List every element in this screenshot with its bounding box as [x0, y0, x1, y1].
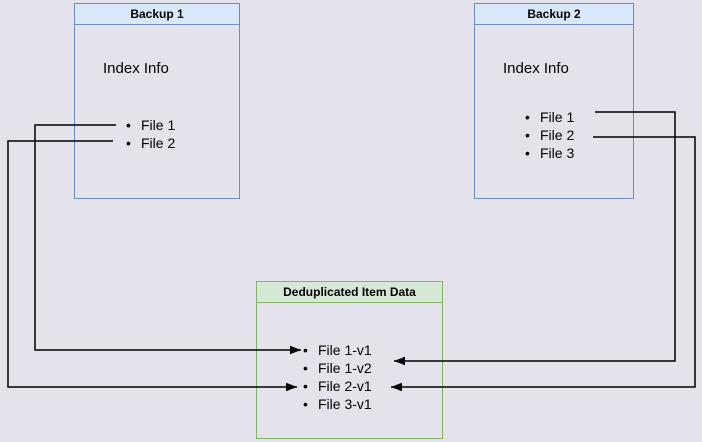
bullet-icon: •: [303, 378, 308, 394]
backup1-index-info-label: Index Info: [103, 60, 169, 77]
bullet-icon: •: [126, 117, 131, 133]
file-label: File 1: [141, 117, 176, 133]
backup2-box: Backup 2 Index Info • File 1 • File 2 • …: [474, 3, 634, 199]
dedup-box: Deduplicated Item Data • File 1-v1 • Fil…: [256, 281, 443, 439]
backup1-box: Backup 1 Index Info • File 1 • File 2: [74, 3, 240, 199]
bullet-icon: •: [303, 396, 308, 412]
list-item: • File 3-v1: [303, 395, 372, 413]
backup2-file-list: • File 1 • File 2 • File 3: [525, 108, 574, 162]
bullet-icon: •: [525, 127, 530, 143]
file-label: File 2: [141, 135, 176, 151]
list-item: • File 1-v2: [303, 359, 372, 377]
file-label: File 1-v1: [318, 342, 372, 358]
backup2-index-info-label: Index Info: [503, 60, 569, 77]
file-label: File 3-v1: [318, 396, 372, 412]
dedup-file-list: • File 1-v1 • File 1-v2 • File 2-v1 • Fi…: [303, 341, 372, 413]
file-label: File 3: [540, 145, 575, 161]
list-item: • File 2-v1: [303, 377, 372, 395]
bullet-icon: •: [303, 360, 308, 376]
bullet-icon: •: [126, 135, 131, 151]
backup1-file-list: • File 1 • File 2: [126, 116, 175, 152]
list-item: • File 2: [126, 134, 175, 152]
dedup-title: Deduplicated Item Data: [257, 282, 442, 303]
bullet-icon: •: [525, 109, 530, 125]
list-item: • File 2: [525, 126, 574, 144]
file-label: File 1-v2: [318, 360, 372, 376]
list-item: • File 1-v1: [303, 341, 372, 359]
backup1-title: Backup 1: [75, 4, 239, 25]
list-item: • File 1: [525, 108, 574, 126]
list-item: • File 3: [525, 144, 574, 162]
list-item: • File 1: [126, 116, 175, 134]
backup2-title: Backup 2: [475, 4, 633, 25]
bullet-icon: •: [525, 145, 530, 161]
file-label: File 2: [540, 127, 575, 143]
file-label: File 1: [540, 109, 575, 125]
file-label: File 2-v1: [318, 378, 372, 394]
bullet-icon: •: [303, 342, 308, 358]
